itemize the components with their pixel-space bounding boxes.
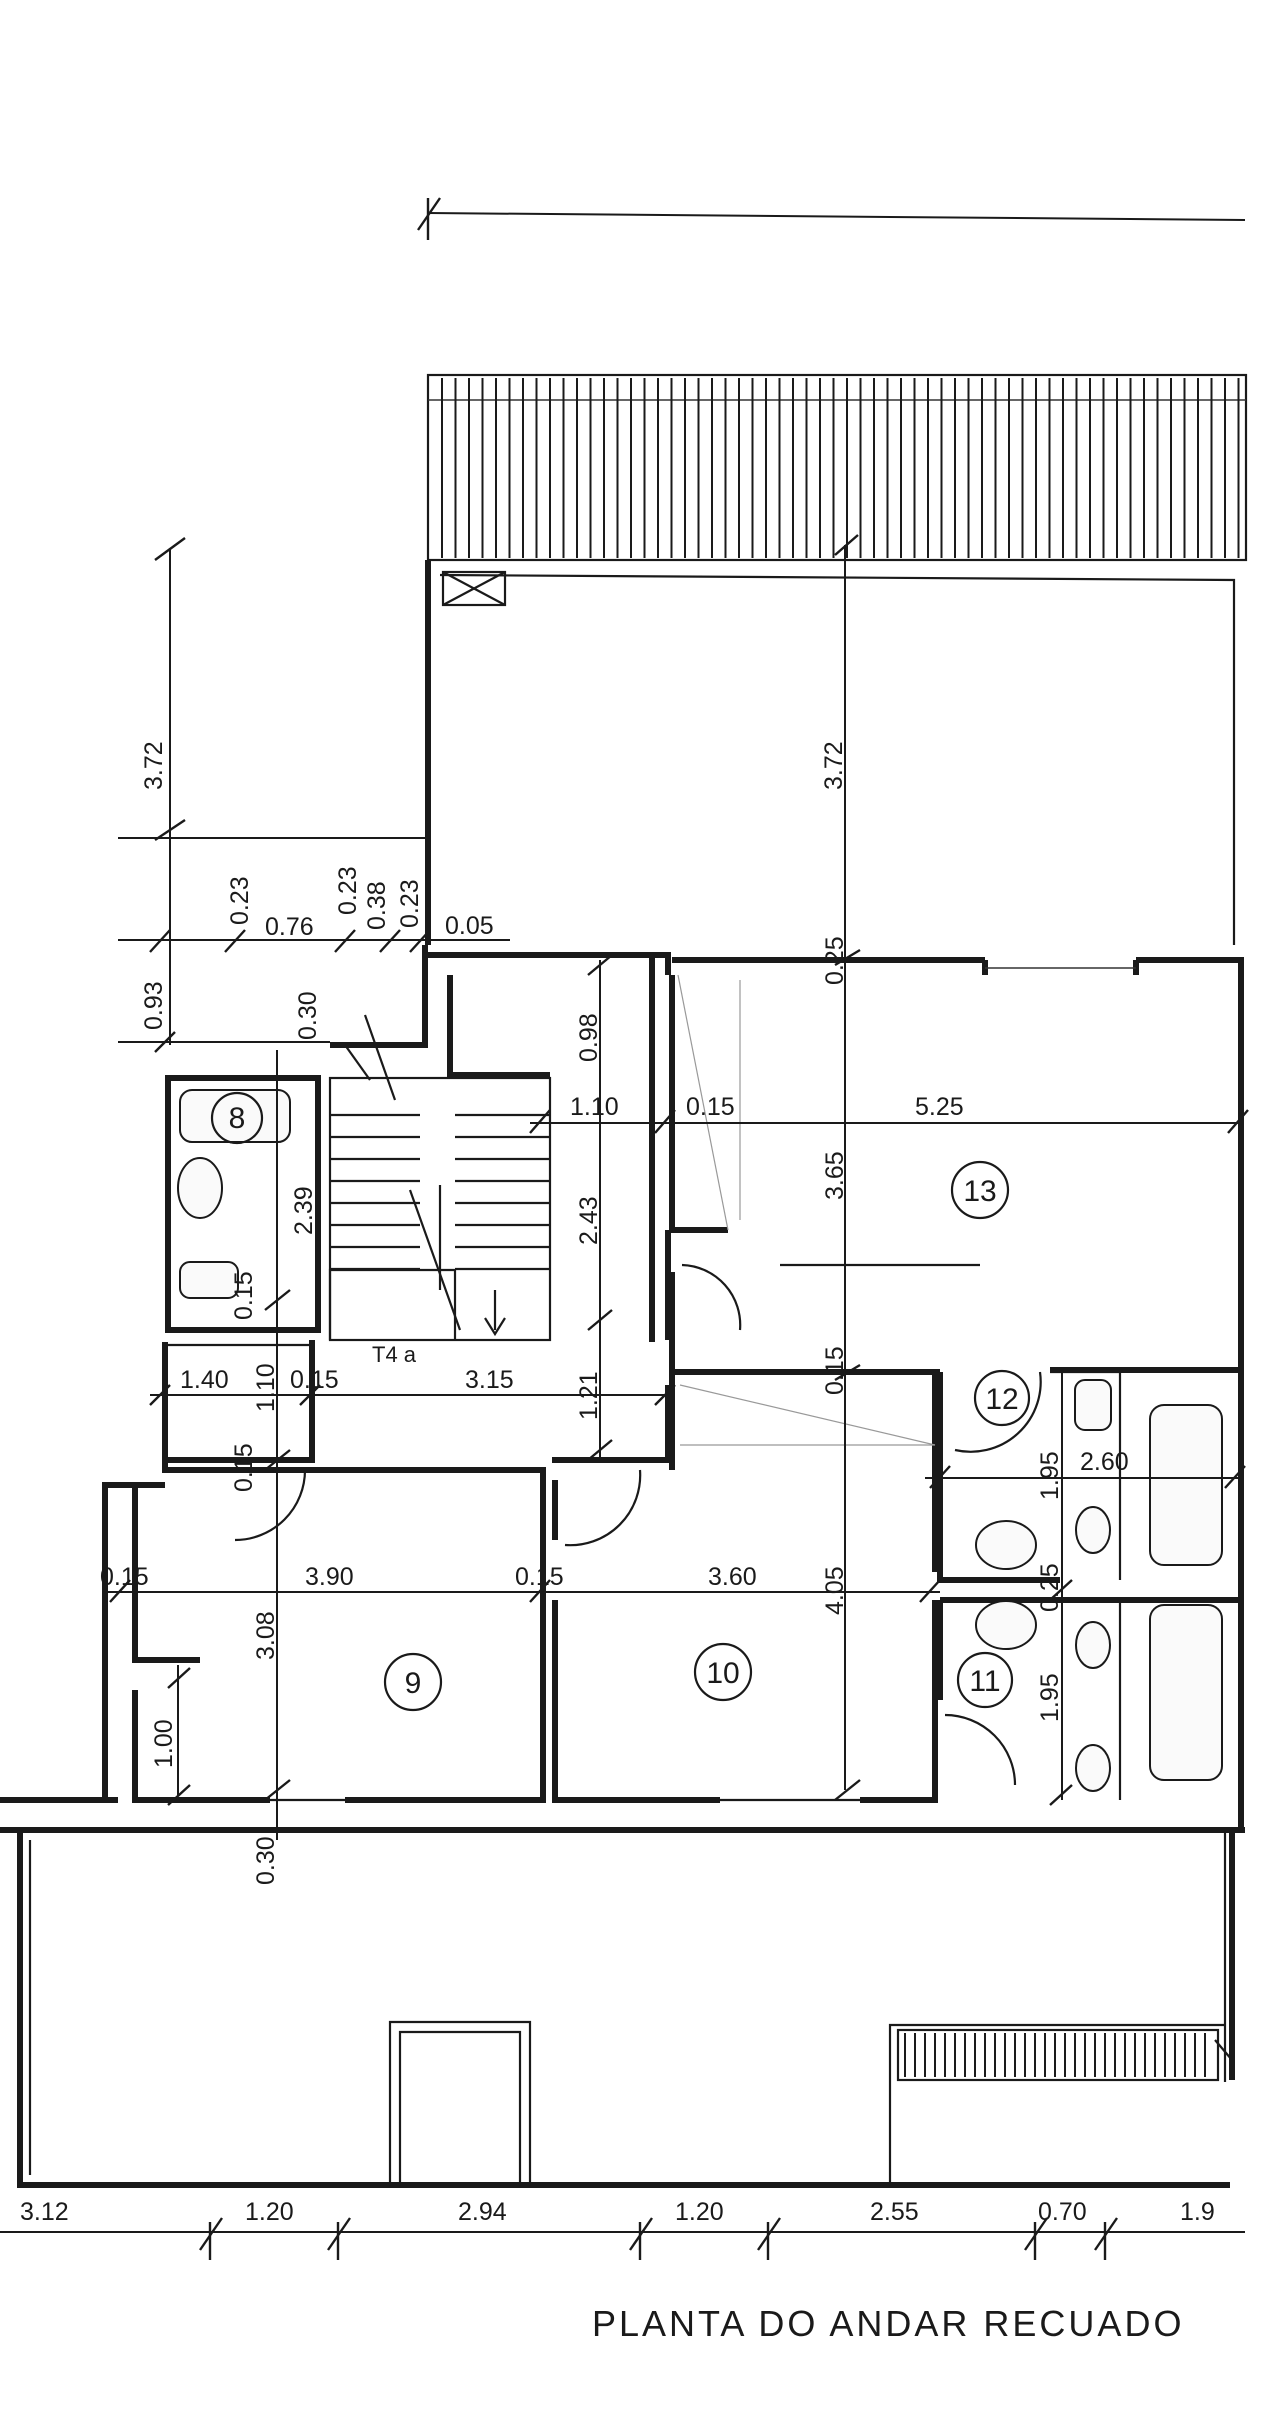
room-11-number: 11 [969, 1665, 1000, 1698]
dim-0-15-e: 0.15 [230, 1443, 258, 1492]
dim-3-90: 3.90 [305, 1563, 354, 1591]
room-12-number: 12 [985, 1383, 1018, 1416]
room-10-bedroom: 10 [552, 1372, 938, 1803]
dimension-labels: 3.72 3.72 0.23 0.76 0.23 0.38 0.23 0.05 … [20, 741, 1215, 2226]
room-10-number: 10 [706, 1657, 739, 1690]
dim-1-95-a: 1.95 [1036, 1451, 1064, 1500]
dim-bottom-0-70: 0.70 [1038, 2198, 1087, 2226]
dim-1-00: 1.00 [150, 1719, 178, 1768]
dim-1-10: 1.10 [570, 1093, 619, 1121]
top-hatched-balustrade [426, 373, 1248, 562]
left-dimension-chain [118, 537, 510, 1053]
room-12-bathroom: 12 [937, 1369, 1223, 1583]
bottom-dimension-chain [0, 2217, 1245, 2260]
dim-1-21: 1.21 [575, 1371, 603, 1420]
dim-3-72-left: 3.72 [140, 741, 168, 790]
dim-3-08: 3.08 [252, 1611, 280, 1660]
dim-0-23-a: 0.23 [226, 876, 254, 925]
dim-0-23-b: 0.23 [334, 866, 362, 915]
dim-0-38: 0.38 [363, 881, 391, 930]
dim-bottom-1-20-a: 1.20 [245, 2198, 294, 2226]
dim-2-43: 2.43 [575, 1196, 603, 1245]
dim-0-15-f: 0.15 [515, 1563, 564, 1591]
dim-3-72-terrace: 3.72 [820, 741, 848, 790]
dim-0-30-a: 0.30 [294, 991, 322, 1040]
dim-0-25: 0.25 [821, 936, 849, 985]
room-11-bathroom: 11 [937, 1597, 1241, 1800]
dim-5-25: 5.25 [915, 1093, 964, 1121]
dim-2-39: 2.39 [290, 1186, 318, 1235]
dim-bottom-3-12: 3.12 [20, 2198, 69, 2226]
dim-3-15: 3.15 [465, 1366, 514, 1394]
room-8-number: 8 [229, 1102, 246, 1135]
dim-0-98: 0.98 [575, 1013, 603, 1062]
dim-1-95-b: 1.95 [1036, 1673, 1064, 1722]
room-13-bedroom: 13 [669, 960, 1241, 1375]
dim-bottom-2-55: 2.55 [870, 2198, 919, 2226]
dim-3-65: 3.65 [821, 1151, 849, 1200]
room-8-bathroom: 8 [165, 1075, 321, 1333]
room-9-bedroom: 9 [132, 1467, 546, 1803]
dim-0-05: 0.05 [445, 912, 494, 940]
dim-0-15-a: 0.15 [686, 1093, 735, 1121]
upper-terrace [425, 560, 1236, 945]
dim-bottom-2-94: 2.94 [458, 2198, 507, 2226]
dim-0-23-c: 0.23 [396, 879, 424, 928]
drawing-title: PLANTA DO ANDAR RECUADO [592, 2303, 1184, 2344]
top-reference-line [417, 197, 1246, 240]
dim-0-93: 0.93 [140, 981, 168, 1030]
room-13-number: 13 [963, 1175, 996, 1208]
dim-0-15-b: 0.15 [821, 1346, 849, 1395]
dim-bottom-1-20-b: 1.20 [675, 2198, 724, 2226]
dim-0-76: 0.76 [265, 913, 314, 941]
dim-0-15-g: 0.15 [100, 1563, 149, 1591]
unit-label: T4 a [372, 1342, 417, 1367]
hallway-walls [165, 975, 671, 1463]
dim-1-10-b: 1.10 [252, 1363, 280, 1412]
dim-4-05: 4.05 [821, 1566, 849, 1615]
room-9-number: 9 [405, 1667, 422, 1700]
dim-1-40: 1.40 [180, 1366, 229, 1394]
lower-terrace [17, 1830, 1235, 2188]
dim-0-25-b: 0.25 [1036, 1563, 1064, 1612]
dim-2-60: 2.60 [1080, 1448, 1129, 1476]
internal-dimension-lines [105, 534, 1249, 1840]
exterior-walls [0, 945, 1245, 1833]
dim-3-60: 3.60 [708, 1563, 757, 1591]
dim-0-15-d: 0.15 [230, 1271, 258, 1320]
staircase [328, 1014, 552, 1342]
dim-0-15-c: 0.15 [290, 1366, 339, 1394]
dim-0-30-b: 0.30 [252, 1836, 280, 1885]
dim-bottom-1-9: 1.9 [1180, 2198, 1215, 2226]
